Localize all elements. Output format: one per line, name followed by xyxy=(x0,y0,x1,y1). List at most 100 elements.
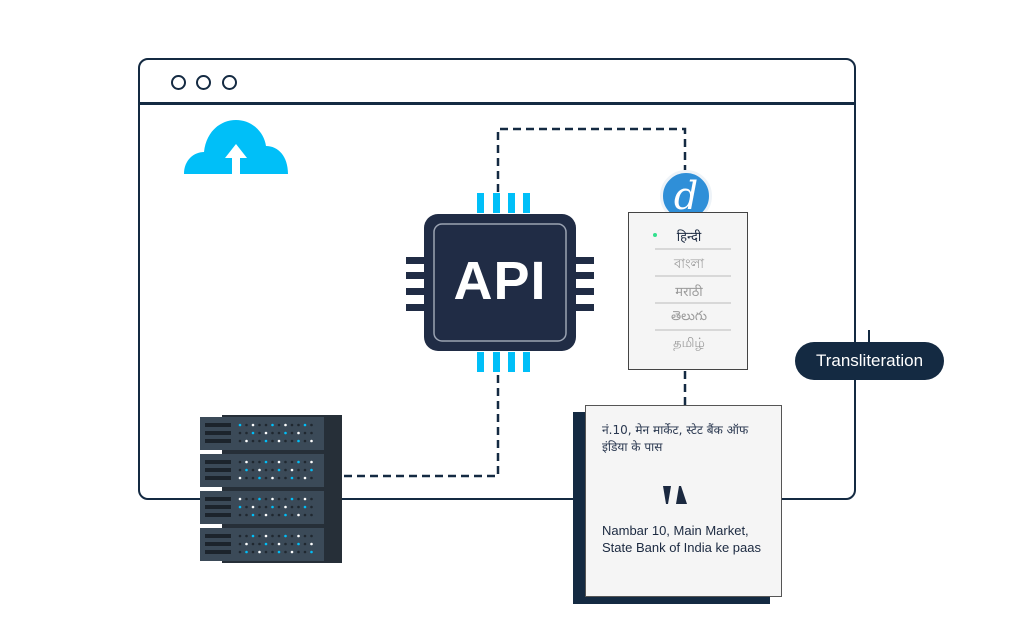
drive-slot xyxy=(205,513,231,517)
drive-slot xyxy=(205,505,231,509)
status-led xyxy=(297,550,300,554)
status-led xyxy=(238,505,242,509)
status-led xyxy=(310,550,313,554)
language-item-hindi[interactable]: हिन्दी xyxy=(676,230,702,245)
status-led xyxy=(297,476,300,480)
status-led xyxy=(271,460,274,464)
drive-slot xyxy=(205,497,231,501)
connector-chip-to-server xyxy=(343,375,500,478)
status-led xyxy=(258,423,261,427)
status-led xyxy=(251,476,255,480)
status-led xyxy=(303,468,307,472)
status-led xyxy=(290,423,294,427)
status-led xyxy=(264,513,268,517)
status-led xyxy=(284,513,287,517)
language-item-tamil[interactable]: தமிழ் xyxy=(673,336,705,351)
status-led xyxy=(271,550,274,554)
status-led xyxy=(238,468,242,472)
status-led xyxy=(310,534,313,538)
status-led xyxy=(284,439,287,443)
status-led xyxy=(271,439,274,443)
status-led xyxy=(258,460,261,464)
status-led xyxy=(310,460,313,464)
status-led xyxy=(277,431,281,435)
status-led xyxy=(290,431,294,435)
status-led xyxy=(310,476,313,480)
cloud-upload-icon xyxy=(184,120,288,174)
language-item-telugu[interactable]: తెలుగు xyxy=(671,309,707,324)
status-led xyxy=(297,423,300,427)
status-led xyxy=(258,534,261,538)
status-led xyxy=(245,476,248,480)
status-led xyxy=(245,542,248,546)
status-led xyxy=(297,431,300,435)
status-led xyxy=(303,542,307,546)
drive-slot xyxy=(205,542,231,546)
status-led xyxy=(303,497,307,501)
status-led xyxy=(303,505,307,509)
status-led xyxy=(303,439,307,443)
status-led xyxy=(277,550,281,554)
transliteration-badge: Transliteration xyxy=(795,342,944,380)
status-led xyxy=(277,505,281,509)
status-led xyxy=(258,505,261,509)
status-led xyxy=(303,476,307,480)
window-dot-1[interactable] xyxy=(171,75,186,90)
status-led xyxy=(271,542,274,546)
status-led xyxy=(277,513,281,517)
status-led xyxy=(238,497,242,501)
status-led xyxy=(303,534,307,538)
status-led xyxy=(245,423,248,427)
status-led xyxy=(238,431,242,435)
status-led xyxy=(251,542,255,546)
status-led xyxy=(297,513,300,517)
status-led xyxy=(303,431,307,435)
status-led xyxy=(297,468,300,472)
status-led xyxy=(277,460,281,464)
list-divider xyxy=(655,302,731,304)
language-item-bangla[interactable]: বাংলা xyxy=(673,257,705,272)
drive-slot xyxy=(205,476,231,480)
status-led xyxy=(258,542,261,546)
status-led xyxy=(284,460,287,464)
status-led xyxy=(258,468,261,472)
status-led xyxy=(264,505,268,509)
status-led xyxy=(284,423,287,427)
status-led xyxy=(284,468,287,472)
status-led xyxy=(251,468,255,472)
window-dot-3[interactable] xyxy=(222,75,237,90)
status-led xyxy=(258,550,261,554)
status-led xyxy=(251,497,255,501)
status-led xyxy=(245,497,248,501)
status-led xyxy=(264,476,268,480)
status-led xyxy=(310,497,313,501)
status-led xyxy=(310,505,313,509)
status-led xyxy=(245,468,248,472)
status-led xyxy=(238,550,242,554)
language-item-marathi[interactable]: मराठी xyxy=(675,285,703,300)
status-led xyxy=(284,431,287,435)
status-led xyxy=(271,431,274,435)
drive-slot xyxy=(205,468,231,472)
status-led xyxy=(310,423,313,427)
status-led xyxy=(290,476,294,480)
status-led xyxy=(238,423,242,427)
status-led xyxy=(290,513,294,517)
status-led xyxy=(271,505,274,509)
drive-slot xyxy=(205,439,231,443)
status-led xyxy=(245,534,248,538)
status-led xyxy=(277,534,281,538)
window-dot-2[interactable] xyxy=(196,75,211,90)
status-led xyxy=(271,513,274,517)
status-led xyxy=(303,423,307,427)
status-led xyxy=(290,550,294,554)
status-led xyxy=(245,460,248,464)
status-led xyxy=(264,550,268,554)
status-led xyxy=(264,431,268,435)
list-divider xyxy=(655,329,731,331)
status-led xyxy=(290,534,294,538)
status-led xyxy=(303,513,307,517)
status-led xyxy=(290,439,294,443)
status-led xyxy=(245,550,248,554)
